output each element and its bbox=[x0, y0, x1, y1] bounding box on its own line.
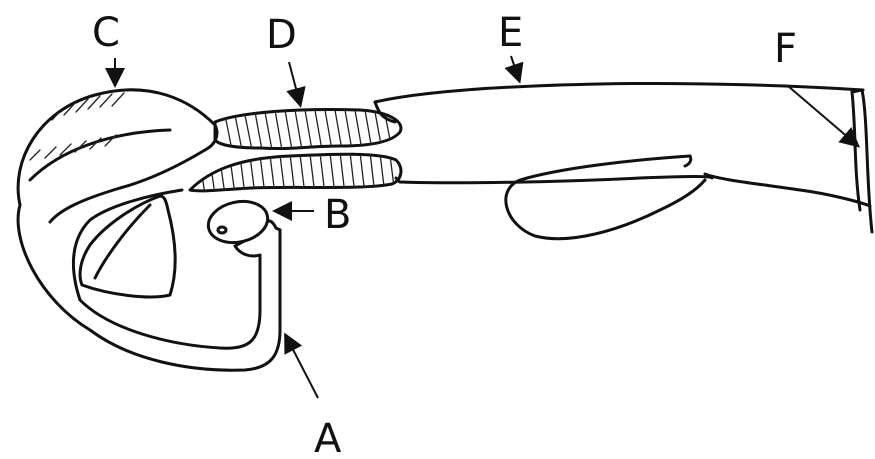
tube-e bbox=[375, 83, 870, 238]
bands-d bbox=[190, 102, 401, 195]
label-a: A bbox=[314, 416, 342, 459]
arrow-f bbox=[788, 86, 857, 145]
label-e: E bbox=[498, 10, 523, 56]
arrow-a bbox=[286, 336, 318, 398]
label-b: B bbox=[324, 192, 351, 238]
cap-f bbox=[852, 90, 872, 232]
structure-b bbox=[204, 196, 271, 248]
label-c: C bbox=[92, 10, 120, 56]
label-d: D bbox=[266, 12, 297, 58]
label-f: F bbox=[774, 26, 797, 72]
arrow-d bbox=[289, 62, 300, 104]
arrow-e bbox=[511, 56, 519, 80]
